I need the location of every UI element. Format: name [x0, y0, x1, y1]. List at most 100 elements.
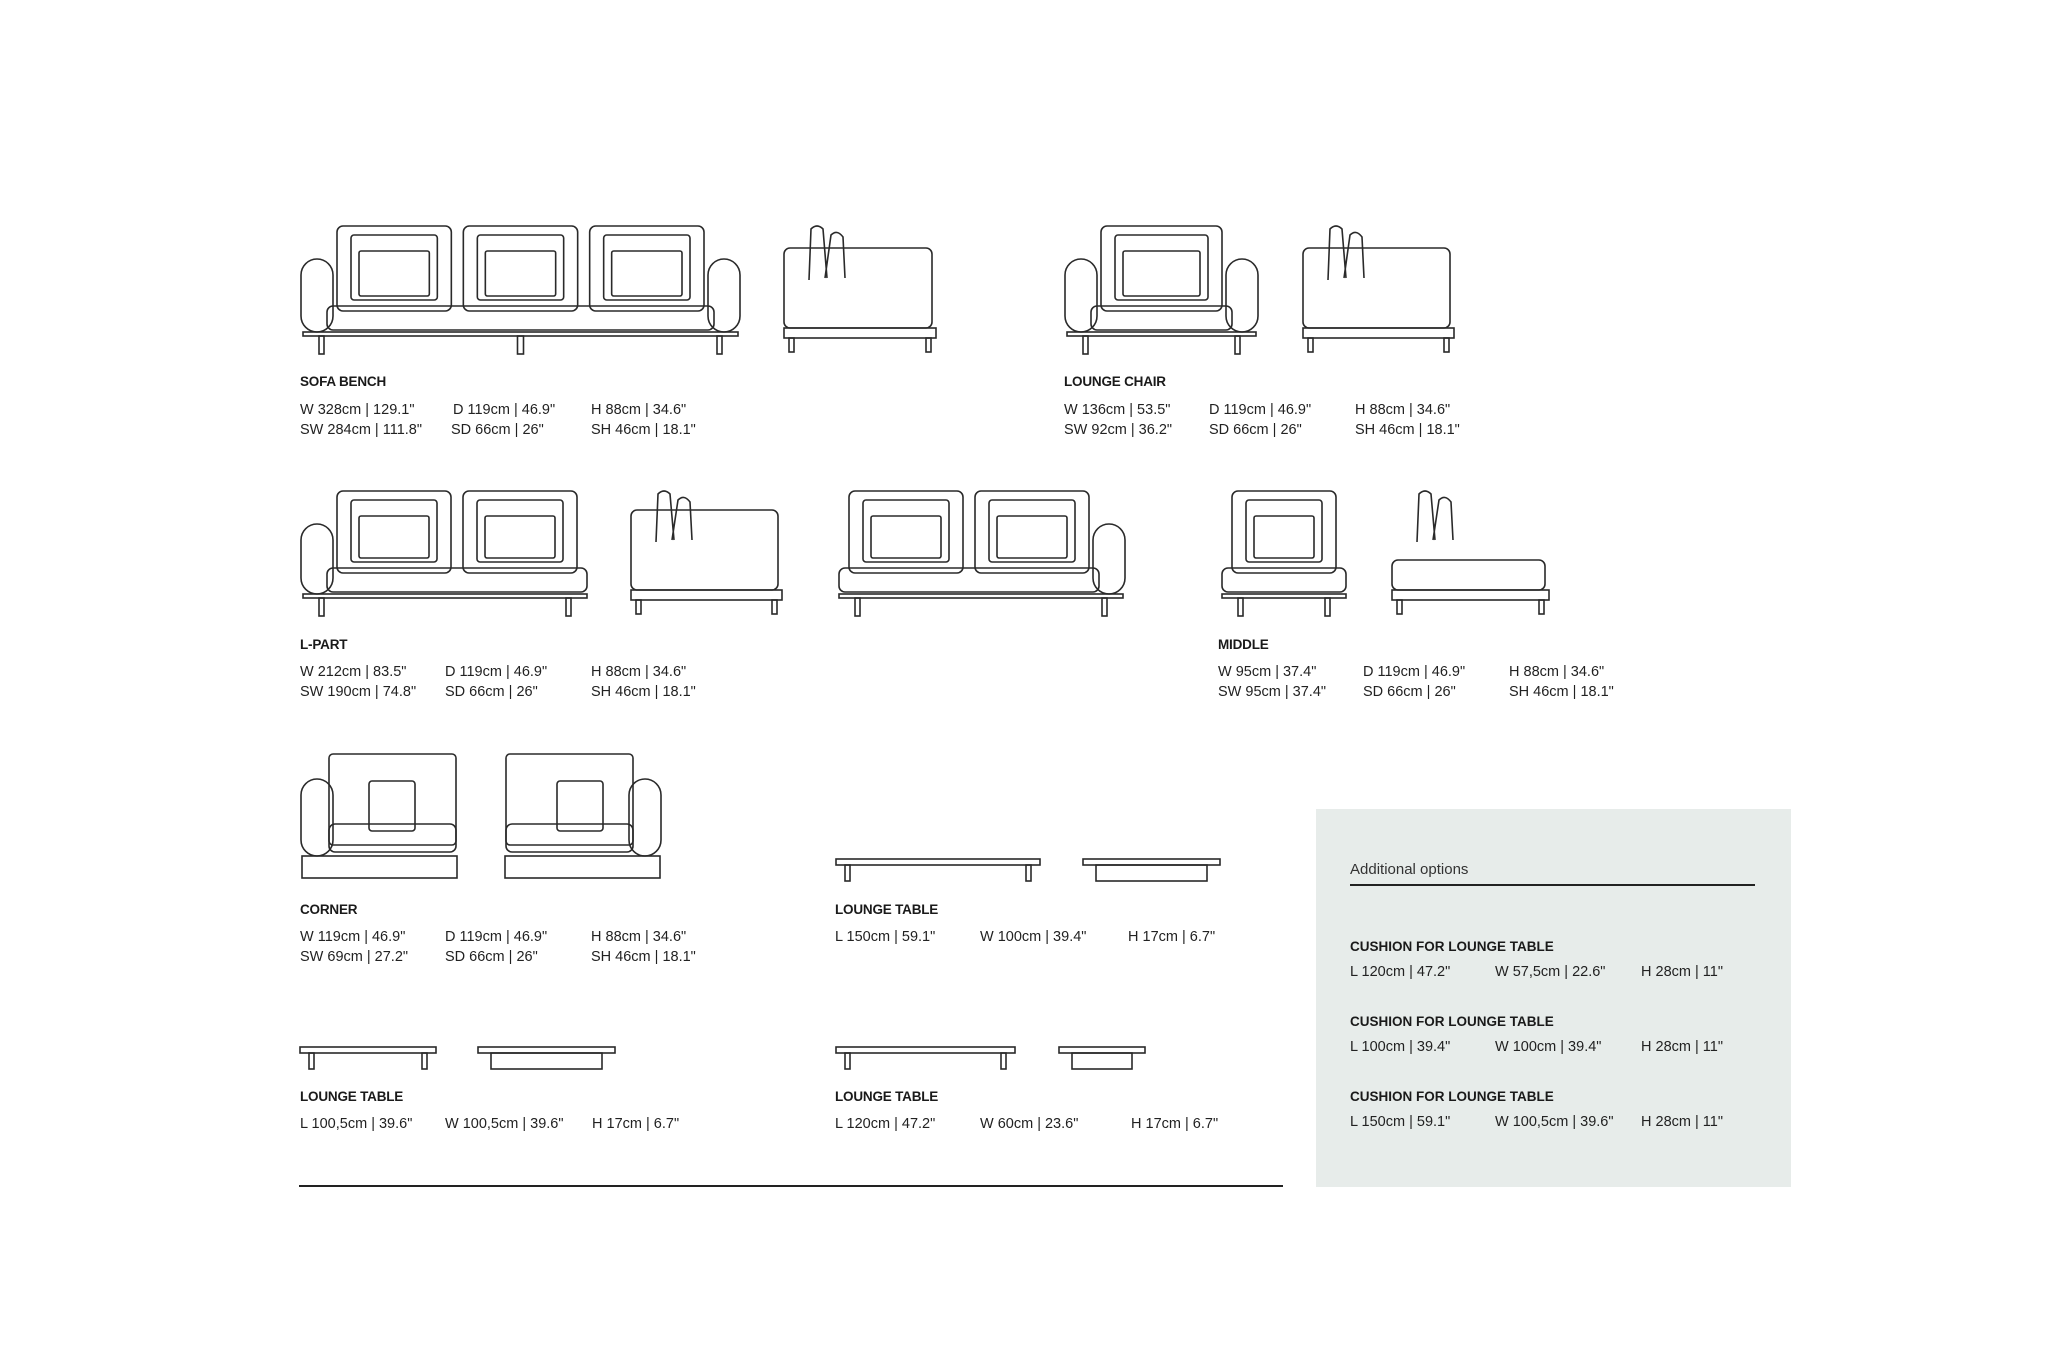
armrest [707, 258, 741, 333]
pillow-panel [610, 250, 683, 297]
back-cushion [1432, 496, 1454, 541]
dim: SW 190cm | 74.8" [300, 684, 417, 700]
base-frame [630, 589, 783, 601]
table-top [835, 858, 1041, 866]
back-cushion [824, 231, 846, 279]
dim: H 17cm | 6.7" [1128, 929, 1216, 945]
back-cushion [588, 225, 705, 312]
product-name-lounge-table: LOUNGE TABLE [835, 902, 939, 917]
leg [854, 597, 861, 617]
dim: H 17cm | 6.7" [592, 1116, 680, 1132]
throw-pillow [556, 780, 604, 832]
pillow-panel [484, 515, 556, 559]
dim: W 119cm | 46.9" [300, 929, 406, 945]
dim: W 100cm | 39.4" [1495, 1039, 1602, 1055]
product-name-sofa-bench: SOFA BENCH [300, 374, 387, 389]
throw-pillow [476, 234, 565, 301]
corner-group [300, 753, 458, 879]
throw-pillow [476, 499, 564, 563]
l-part-mirrored-drawing [838, 490, 1126, 617]
dim: D 119cm | 46.9" [445, 664, 548, 680]
back-cushion [1416, 490, 1436, 543]
lounge-chair-dims: W 136cm | 53.5"D 119cm | 46.9"H 88cm | 3… [1064, 400, 1460, 440]
option-name: CUSHION FOR LOUNGE TABLE [1350, 939, 1554, 954]
base-frame [1302, 327, 1455, 339]
dim: SH 46cm | 18.1" [1355, 422, 1460, 438]
dim: SH 46cm | 18.1" [1509, 684, 1614, 700]
corner-group [504, 753, 662, 879]
dim: H 88cm | 34.6" [591, 664, 687, 680]
dim: L 100,5cm | 39.6" [300, 1116, 413, 1132]
back-cushion [336, 490, 452, 574]
seat-cushion [1090, 305, 1233, 331]
leg [1082, 335, 1089, 355]
back-frame [328, 753, 457, 846]
back-cushion [462, 490, 578, 574]
dim: W 212cm | 83.5" [300, 664, 407, 680]
sofa-bench-side-drawing [783, 225, 937, 353]
dim: SW 95cm | 37.4" [1218, 684, 1327, 700]
back-cushion [808, 225, 828, 281]
throw-pillow [368, 780, 416, 832]
leg [1101, 597, 1108, 617]
base-frame [1221, 593, 1347, 599]
throw-pillow [988, 499, 1076, 563]
armrest [1064, 258, 1098, 333]
leg [844, 864, 851, 882]
leg [635, 599, 642, 615]
product-name-middle: MIDDLE [1218, 637, 1269, 652]
body [783, 247, 933, 329]
base-frame [1066, 331, 1257, 337]
armrest [1225, 258, 1259, 333]
pillow-panel [1122, 250, 1201, 297]
dim: L 120cm | 47.2" [1350, 964, 1451, 980]
throw-pillow [350, 234, 439, 301]
l-part-front-drawing [300, 490, 588, 617]
leg [844, 1052, 851, 1070]
pillow-panel [358, 515, 430, 559]
leg [1538, 599, 1545, 615]
seat-cushion [505, 823, 634, 853]
dim: W 100,5cm | 39.6" [1495, 1114, 1614, 1130]
option-name: CUSHION FOR LOUNGE TABLE [1350, 1014, 1554, 1029]
table-top [835, 1046, 1016, 1054]
dim: SD 66cm | 26" [445, 949, 538, 965]
product-name-lounge-table: LOUNGE TABLE [300, 1089, 404, 1104]
sofa-bench-front-drawing [300, 225, 741, 355]
throw-pillow [862, 499, 950, 563]
dim: H 88cm | 34.6" [591, 929, 687, 945]
table-top [299, 1046, 437, 1054]
dim: H 88cm | 34.6" [591, 402, 687, 418]
dim: D 119cm | 46.9" [1209, 402, 1312, 418]
leg [421, 1052, 428, 1070]
lounge-table-dims: L 150cm | 59.1"W 100cm | 39.4"H 17cm | 6… [835, 927, 1215, 947]
leg [1324, 597, 1331, 617]
dim: H 28cm | 11" [1641, 1114, 1723, 1130]
title-underline [1350, 884, 1755, 886]
seat-cushion [326, 305, 715, 331]
leg [1307, 337, 1314, 353]
body [1391, 559, 1546, 591]
pillow-panel [870, 515, 942, 559]
dim: SW 92cm | 36.2" [1064, 422, 1173, 438]
throw-pillow [1245, 499, 1323, 563]
base-frame [301, 855, 458, 879]
leg [318, 597, 325, 617]
dim: H 88cm | 34.6" [1355, 402, 1451, 418]
leg [1237, 597, 1244, 617]
table-top [477, 1046, 616, 1054]
throw-pillow [350, 499, 438, 563]
dim: H 28cm | 11" [1641, 1039, 1723, 1055]
body [630, 509, 779, 591]
dim: W 57,5cm | 22.6" [1495, 964, 1606, 980]
product-name-lounge-chair: LOUNGE CHAIR [1064, 374, 1166, 389]
leg [516, 335, 525, 355]
dim: L 100cm | 39.4" [1350, 1039, 1451, 1055]
pillow-panel [1253, 515, 1315, 559]
dim: W 328cm | 129.1" [300, 402, 415, 418]
back-frame [505, 753, 634, 846]
dim: W 100,5cm | 39.6" [445, 1116, 564, 1132]
dim: W 100cm | 39.4" [980, 929, 1087, 945]
lounge-table-150-end-drawing [1082, 858, 1221, 882]
armrest [1092, 523, 1126, 595]
